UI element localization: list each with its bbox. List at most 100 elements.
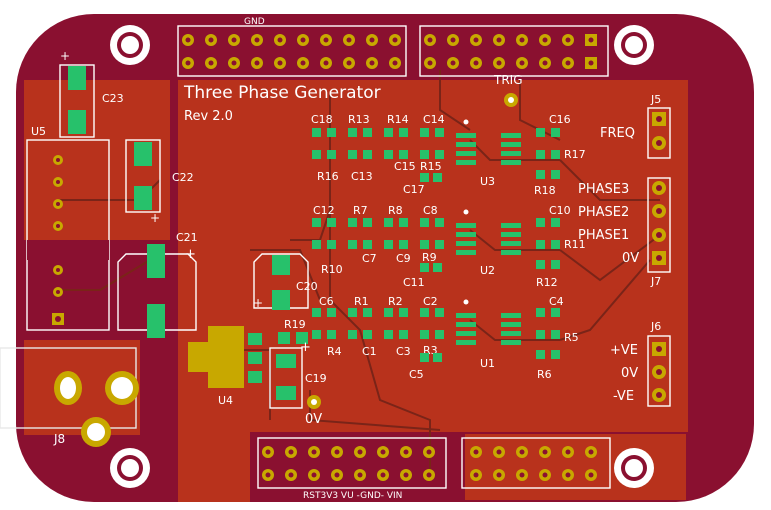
- c12-ref: C12: [313, 204, 335, 217]
- c3-ref: C3: [396, 345, 411, 358]
- ic-pad: [456, 133, 476, 138]
- smd-pad: [363, 128, 372, 137]
- header-bottom-left: [257, 437, 447, 489]
- pin-hole: [300, 37, 306, 43]
- c2-ref: C2: [423, 295, 438, 308]
- smd-pad: [551, 308, 560, 317]
- c11-ref: C11: [403, 276, 425, 289]
- r4-ref: R4: [327, 345, 342, 358]
- c7-ref: C7: [362, 252, 377, 265]
- smd-pad: [399, 308, 408, 317]
- smd-pad: [420, 353, 429, 362]
- ic-pad: [501, 322, 521, 327]
- smd-pad: [536, 128, 545, 137]
- pin-hole: [473, 449, 479, 455]
- c19-plus: +: [300, 340, 311, 355]
- c17-ref: C17: [403, 183, 425, 196]
- ic-pad: [501, 223, 521, 228]
- ic-pad: [501, 331, 521, 336]
- connector-j7: [647, 177, 671, 273]
- pin-hole: [519, 449, 525, 455]
- j8-ref: J8: [53, 432, 65, 446]
- ic-pad: [456, 151, 476, 156]
- r19-ref: R19: [284, 318, 306, 331]
- smd-pad: [327, 218, 336, 227]
- c23-capacitor: [59, 64, 95, 138]
- test-point-trig: [504, 93, 518, 107]
- r8-ref: R8: [388, 204, 403, 217]
- j5-label-freq: FREQ: [600, 126, 635, 141]
- pin-hole: [254, 60, 260, 66]
- pin-hole: [346, 37, 352, 43]
- pin1-dot: [463, 209, 469, 215]
- pin-hole: [265, 449, 271, 455]
- pin-hole: [56, 180, 60, 184]
- c19-ref: C19: [305, 372, 327, 385]
- mounting-holes: [110, 25, 654, 488]
- c1-ref: C1: [362, 345, 377, 358]
- ic-pad: [456, 322, 476, 327]
- pin-hole: [496, 449, 502, 455]
- smd-pad: [551, 128, 560, 137]
- pin-hole: [311, 472, 317, 478]
- pin-hole: [426, 472, 432, 478]
- smd-pad: [399, 218, 408, 227]
- smd-pad: [312, 150, 321, 159]
- pin-hole: [334, 449, 340, 455]
- smd-pad: [363, 150, 372, 159]
- pin-hole: [277, 37, 283, 43]
- smd-pad: [435, 308, 444, 317]
- pin-hole: [254, 37, 260, 43]
- r6-ref: R6: [537, 368, 552, 381]
- u2-ref: U2: [480, 264, 495, 277]
- j7-ref: J7: [650, 275, 661, 288]
- smd-pad: [420, 330, 429, 339]
- pin-hole: [311, 449, 317, 455]
- j6-label-plus: +VE: [610, 343, 638, 358]
- c20-capacitor: [253, 253, 309, 310]
- pin-hole: [565, 37, 571, 43]
- pin-hole: [427, 60, 433, 66]
- pin-hole: [288, 472, 294, 478]
- pin-hole: [426, 449, 432, 455]
- pin-hole: [185, 37, 191, 43]
- pin-hole: [185, 60, 191, 66]
- j6-ref: J6: [650, 320, 661, 333]
- c21-ref: C21: [176, 231, 198, 244]
- pin-hole: [300, 60, 306, 66]
- smd-pad: [551, 170, 560, 179]
- smd-pad: [433, 173, 442, 182]
- pin-hole: [588, 60, 594, 66]
- j6-label-0v: 0V: [621, 366, 638, 381]
- smd-pad: [536, 330, 545, 339]
- smd-pad: [536, 308, 545, 317]
- ic-pad: [501, 151, 521, 156]
- pin-hole: [56, 202, 60, 206]
- smd-pad: [551, 218, 560, 227]
- pin-hole: [392, 37, 398, 43]
- smd-pad: [435, 150, 444, 159]
- pin-hole: [392, 60, 398, 66]
- pin-hole: [519, 60, 525, 66]
- smd-pad: [363, 218, 372, 227]
- j7-label-phase1: PHASE1: [578, 228, 629, 243]
- r1-ref: R1: [354, 295, 369, 308]
- c14-ref: C14: [423, 113, 445, 126]
- r17-ref: R17: [564, 148, 586, 161]
- c21-capacitor: [117, 244, 197, 338]
- ic-pad: [501, 340, 521, 345]
- smd-pad: [363, 308, 372, 317]
- smd-pad: [536, 260, 545, 269]
- smd-pad: [312, 240, 321, 249]
- smd-pad: [433, 353, 442, 362]
- smd-pad: [327, 128, 336, 137]
- ic-pad: [456, 331, 476, 336]
- smd-pad: [384, 330, 393, 339]
- pin-hole: [56, 268, 60, 272]
- ic-pad: [501, 133, 521, 138]
- pin-hole: [208, 60, 214, 66]
- smd-pad: [420, 263, 429, 272]
- smd-pad: [348, 330, 357, 339]
- j7-label-phase3: PHASE3: [578, 182, 629, 197]
- ic-pad: [456, 223, 476, 228]
